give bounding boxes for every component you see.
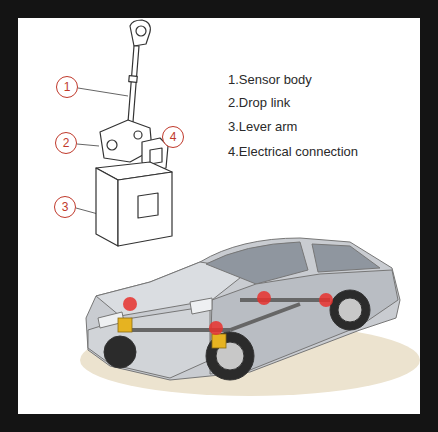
part-name: 2.Drop link [228, 95, 290, 111]
part-name: 1.Sensor body [228, 72, 312, 88]
part-name: 4.Electrical connection [228, 144, 358, 160]
part-name: 3.Lever arm [228, 119, 297, 135]
callout-circle: 2 [55, 132, 77, 154]
callout-number: 3 [62, 201, 69, 213]
callout-circle: 3 [54, 196, 76, 218]
callout-number: 1 [64, 81, 71, 93]
callout-circle: 1 [56, 76, 78, 98]
callout-number: 2 [63, 137, 70, 149]
callout-circle: 4 [162, 126, 184, 148]
callout-number: 4 [170, 131, 177, 143]
